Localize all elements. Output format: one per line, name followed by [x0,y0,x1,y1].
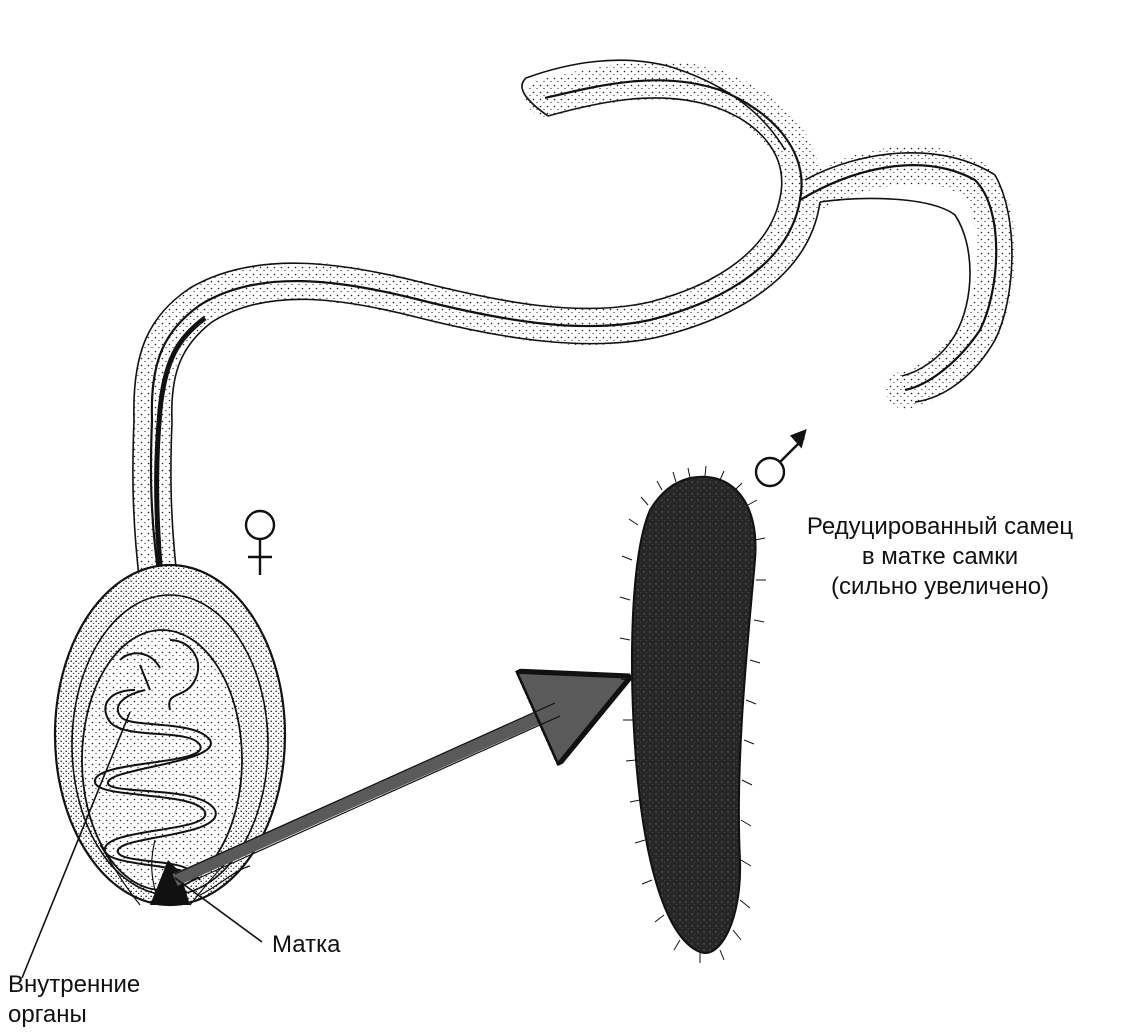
male-enlarged [620,466,766,963]
organs-label-line2: органы [8,1000,140,1030]
male-caption-line2: в матке самки [774,542,1106,572]
uterus-label: Матка [272,930,340,960]
male-caption-line1: Редуцированный самец [774,512,1106,542]
female-body [55,565,285,905]
internal-organs-label: Внутренние органы [8,970,140,1030]
female-proboscis [133,60,1012,585]
male-symbol [756,431,805,486]
organs-label-line1: Внутренние [8,970,140,1000]
male-caption: Редуцированный самец в матке самки (силь… [774,512,1106,602]
proboscis-outer [151,80,996,585]
male-caption-line3: (сильно увеличено) [774,572,1106,602]
female-symbol [246,511,274,575]
